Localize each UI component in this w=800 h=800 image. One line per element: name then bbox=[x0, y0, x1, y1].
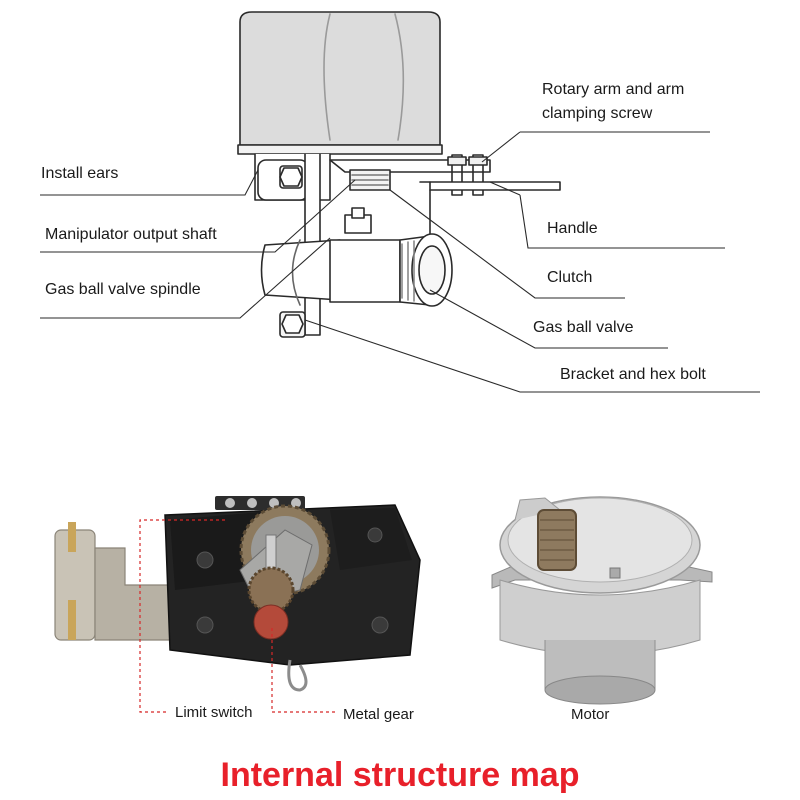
leader-lines-upper bbox=[40, 131, 760, 393]
label-rotary-arm-line1: Rotary arm and arm bbox=[542, 81, 685, 98]
label-metal-gear: Metal gear bbox=[343, 706, 414, 723]
label-rotary-arm-line2: clamping screw bbox=[542, 105, 653, 122]
label-handle: Handle bbox=[547, 220, 598, 237]
label-limit-switch: Limit switch bbox=[175, 704, 253, 721]
label-manipulator-output-shaft: Manipulator output shaft bbox=[45, 226, 217, 243]
label-install-ears: Install ears bbox=[41, 165, 119, 182]
label-motor: Motor bbox=[571, 706, 610, 723]
label-gas-ball-valve-spindle: Gas ball valve spindle bbox=[45, 281, 201, 298]
label-gas-ball-valve: Gas ball valve bbox=[533, 319, 634, 336]
label-clutch: Clutch bbox=[547, 269, 593, 286]
motor-assembly bbox=[491, 496, 713, 705]
label-bracket-and-hex-bolt: Bracket and hex bolt bbox=[560, 366, 706, 383]
gas-ball-valve bbox=[260, 207, 453, 307]
shaft-ring bbox=[287, 659, 308, 692]
actuator-cap bbox=[237, 11, 443, 155]
gearbox-assembly bbox=[54, 496, 421, 692]
leader-lines-lower bbox=[139, 519, 336, 713]
clutch bbox=[349, 169, 391, 191]
page-title: Internal structure map bbox=[220, 756, 580, 794]
metal-gear-pinion bbox=[247, 534, 295, 640]
